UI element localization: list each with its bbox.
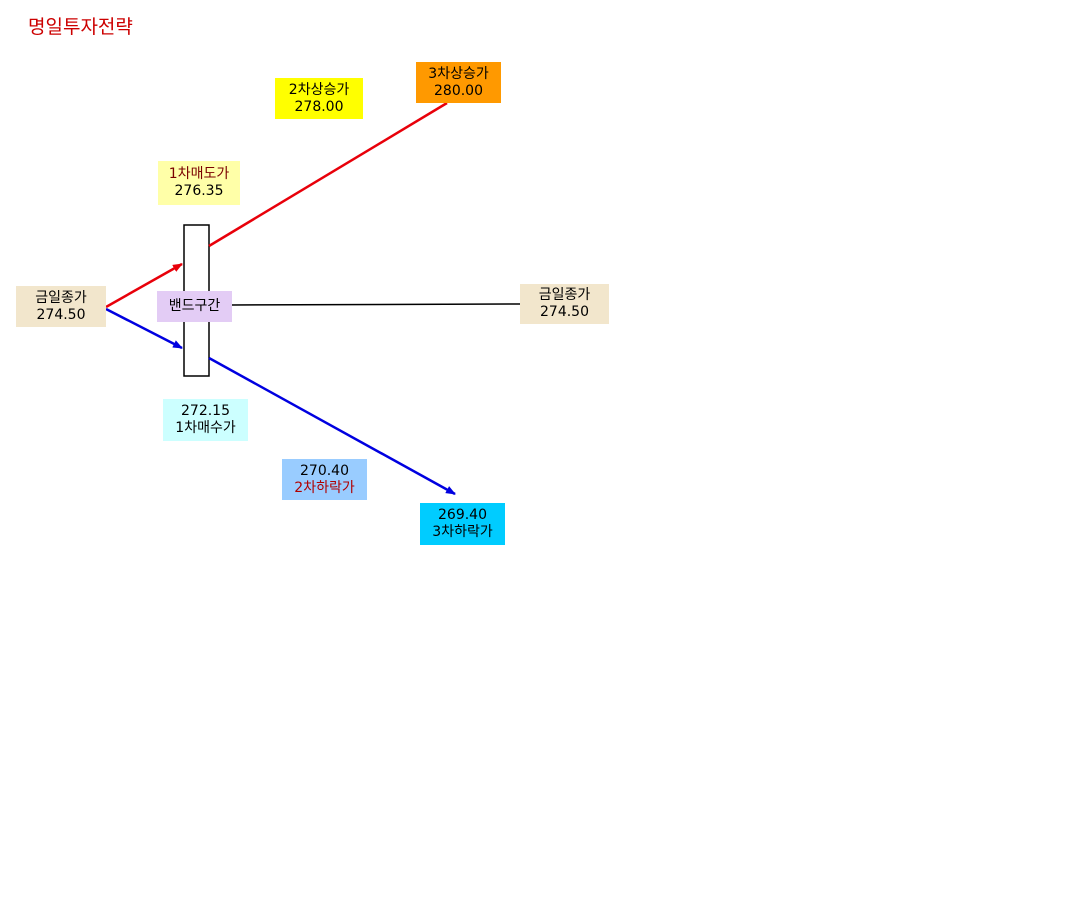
node-up2: 2차상승가 278.00 — [275, 78, 363, 119]
down-trend-line — [208, 356, 456, 496]
node-down2: 270.40 2차하락가 — [282, 459, 367, 500]
node-sell1-label: 1차매도가 — [168, 166, 230, 182]
node-sell1-value: 276.35 — [174, 183, 224, 199]
up-arrow-line — [105, 262, 183, 309]
node-sell1: 1차매도가 276.35 — [158, 161, 240, 205]
node-up3-value: 280.00 — [434, 82, 483, 99]
node-down3: 269.40 3차하락가 — [420, 503, 505, 545]
node-up3-label: 3차상승가 — [428, 65, 489, 82]
node-close-right-label: 금일종가 — [538, 287, 591, 303]
up-trend-line — [208, 101, 448, 248]
node-band: 밴드구간 — [157, 291, 232, 322]
page-title: 명일투자전략 — [28, 16, 133, 38]
node-down2-label: 2차하락가 — [294, 479, 355, 496]
node-up3: 3차상승가 280.00 — [416, 62, 501, 103]
node-close-left: 금일종가 274.50 — [16, 286, 106, 327]
down-arrow-line — [105, 307, 183, 350]
node-close-right-value: 274.50 — [540, 304, 589, 320]
node-up2-value: 278.00 — [294, 98, 344, 115]
node-buy1-value: 272.15 — [181, 403, 230, 419]
node-buy1: 272.15 1차매수가 — [163, 399, 248, 441]
node-down2-value: 270.40 — [300, 462, 349, 479]
node-close-right: 금일종가 274.50 — [520, 284, 609, 324]
node-band-label: 밴드구간 — [168, 298, 221, 314]
node-close-left-value: 274.50 — [36, 306, 86, 323]
node-down3-value: 269.40 — [438, 507, 487, 523]
node-buy1-label: 1차매수가 — [175, 420, 236, 436]
node-down3-label: 3차하락가 — [432, 524, 493, 540]
close-horizontal-line — [230, 303, 521, 306]
node-up2-label: 2차상승가 — [288, 81, 350, 98]
node-close-left-label: 금일종가 — [35, 289, 87, 306]
